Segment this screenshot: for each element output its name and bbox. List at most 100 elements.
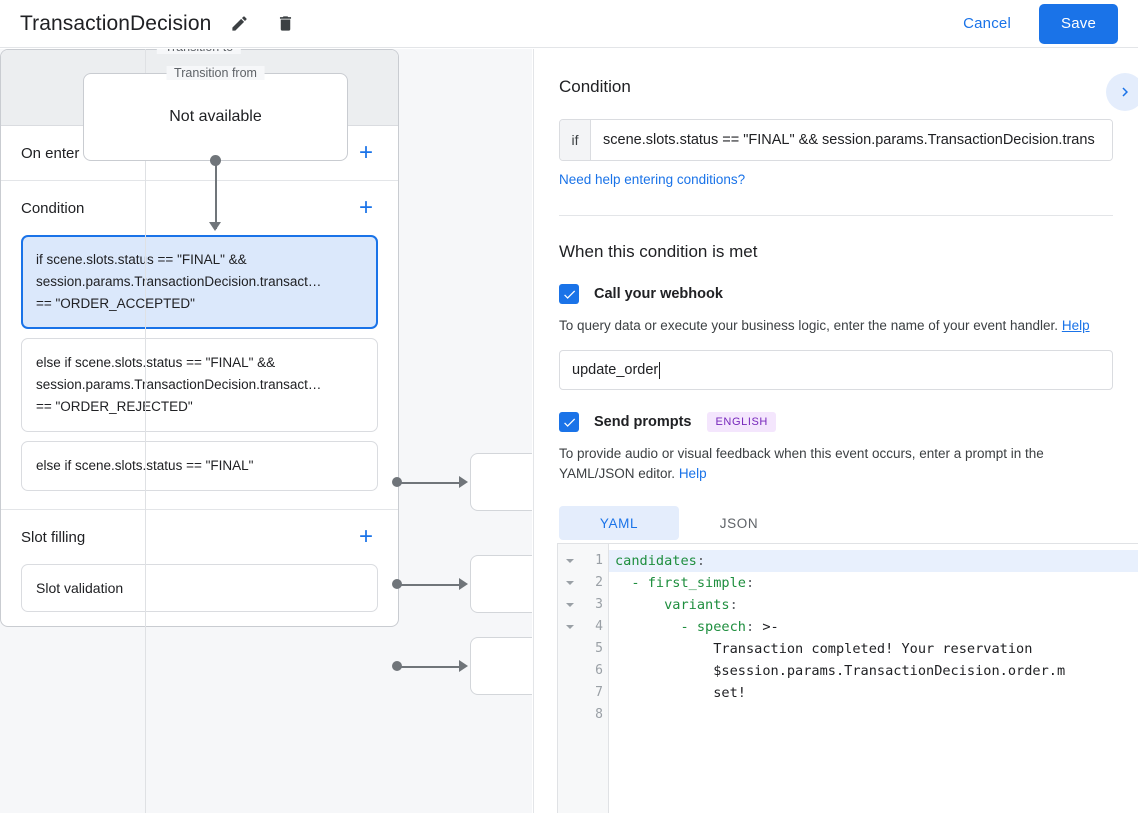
section-slot-filling-title: Slot filling (21, 528, 86, 546)
canvas-guide-line (145, 49, 146, 813)
code-line: set! (713, 685, 746, 701)
code-line: $session.params.TransactionDecision.orde… (713, 663, 1066, 679)
code-line: - speech: >- (680, 619, 779, 635)
line-number: 7 (595, 685, 603, 700)
format-tabs: YAML JSON (559, 506, 1113, 540)
panel-divider (559, 215, 1113, 216)
condition-card[interactable]: else if scene.slots.status == "FINAL" &&… (21, 338, 378, 432)
webhook-handler-value: update_order (572, 362, 659, 378)
line-number: 6 (595, 663, 603, 678)
edge-arrow (459, 476, 468, 488)
code-line (609, 704, 1138, 726)
edge-line (400, 584, 462, 586)
section-condition-title: Condition (21, 199, 85, 217)
pencil-icon[interactable] (225, 10, 253, 38)
transition-to-node[interactable]: Transition to TransactionDecision Scene … (0, 49, 399, 627)
tab-json[interactable]: JSON (719, 515, 759, 531)
cancel-button[interactable]: Cancel (951, 6, 1023, 41)
transition-to-legend: Transition to (156, 49, 242, 54)
add-slot-filling-button[interactable]: + (358, 523, 373, 550)
line-number: 3 (595, 597, 603, 612)
target-node-stub[interactable] (470, 637, 532, 695)
language-badge: ENGLISH (707, 412, 776, 432)
fold-toggle-icon[interactable] (558, 572, 582, 594)
fold-toggle-icon[interactable] (558, 616, 582, 638)
condition-heading: Condition (559, 77, 631, 96)
code-line: Transaction completed! Your reservation (713, 641, 1033, 657)
edge-line (400, 482, 462, 484)
edge-dot (392, 661, 402, 671)
fold-toggle-icon[interactable] (558, 550, 582, 572)
section-slot-filling-head: Slot filling + (21, 510, 378, 564)
fold-toggle-icon (558, 660, 582, 682)
transition-from-value: Not available (169, 108, 262, 125)
editor-line-numbers: 1 2 3 4 5 6 7 8 (582, 544, 609, 813)
editor-fold-column[interactable] (558, 544, 582, 813)
section-slot-filling: Slot filling + Slot validation (1, 510, 398, 612)
edge-line (400, 666, 462, 668)
webhook-handler-input[interactable]: update_order (559, 350, 1113, 390)
condition-help-link[interactable]: Need help entering conditions? (559, 172, 746, 187)
call-webhook-row: Call your webhook (559, 284, 1113, 304)
when-condition-met-heading: When this condition is met (559, 242, 758, 261)
flow-canvas[interactable]: Transition from Not available Transition… (0, 49, 532, 813)
condition-card[interactable]: if scene.slots.status == "FINAL" && sess… (21, 235, 378, 329)
connector-arrow (209, 222, 221, 231)
send-prompts-hint-text: To provide audio or visual feedback when… (559, 446, 1044, 481)
line-number: 1 (595, 553, 603, 568)
trash-icon[interactable] (271, 10, 299, 38)
slot-validation-card[interactable]: Slot validation (21, 564, 378, 612)
yaml-editor[interactable]: 1 2 3 4 5 6 7 8 candidates: - first_simple: var… (557, 543, 1138, 813)
fold-toggle-icon (558, 704, 582, 726)
transition-from-node[interactable]: Transition from Not available (83, 66, 348, 161)
send-prompts-label: Send prompts (594, 414, 692, 430)
condition-if-label: if (560, 120, 591, 160)
fold-toggle-icon[interactable] (558, 594, 582, 616)
line-number: 2 (595, 575, 603, 590)
add-condition-button[interactable]: + (358, 194, 373, 221)
target-node-stub[interactable] (470, 453, 532, 511)
connector-dot (210, 155, 221, 166)
send-prompts-hint: To provide audio or visual feedback when… (559, 444, 1113, 484)
connector-line (215, 161, 217, 229)
condition-expression-row[interactable]: if scene.slots.status == "FINAL" && sess… (559, 119, 1113, 161)
call-webhook-help-link[interactable]: Help (1061, 318, 1090, 333)
call-webhook-hint: To query data or execute your business l… (559, 316, 1113, 336)
send-prompts-row: Send prompts ENGLISH (559, 412, 1113, 432)
section-on-enter-title: On enter (21, 144, 80, 162)
condition-expression-input[interactable]: scene.slots.status == "FINAL" && session… (591, 120, 1112, 160)
code-line: candidates: (609, 550, 1138, 572)
edge-arrow (459, 578, 468, 590)
send-prompts-checkbox[interactable] (559, 412, 579, 432)
line-number: 5 (595, 641, 603, 656)
edge-arrow (459, 660, 468, 672)
line-number: 8 (595, 707, 603, 722)
condition-block: Condition if scene.slots.status == "FINA… (534, 49, 1138, 216)
condition-card[interactable]: else if scene.slots.status == "FINAL" (21, 441, 378, 491)
text-caret (659, 361, 661, 379)
line-number: 4 (595, 619, 603, 634)
add-on-enter-button[interactable]: + (358, 139, 373, 166)
send-prompts-help-link[interactable]: Help (678, 466, 707, 481)
call-webhook-label: Call your webhook (594, 286, 723, 302)
transition-from-legend: Transition from (166, 66, 265, 80)
section-condition-head: Condition + (21, 181, 378, 235)
top-bar: TransactionDecision Cancel Save (0, 0, 1138, 48)
chevron-right-icon[interactable] (1106, 73, 1138, 111)
fold-toggle-icon (558, 638, 582, 660)
edge-dot (392, 477, 402, 487)
code-line: variants: (664, 597, 738, 613)
tab-yaml[interactable]: YAML (559, 506, 679, 540)
code-line: - first_simple: (631, 575, 755, 591)
page-title: TransactionDecision (20, 11, 212, 35)
target-node-stub[interactable] (470, 555, 532, 613)
when-condition-met-block: When this condition is met Call your web… (534, 216, 1138, 540)
call-webhook-checkbox[interactable] (559, 284, 579, 304)
editor-code-area[interactable]: candidates: - first_simple: variants: - … (609, 544, 1138, 813)
save-button[interactable]: Save (1039, 3, 1118, 44)
call-webhook-hint-text: To query data or execute your business l… (559, 318, 1059, 333)
section-on-enter-head: On enter + (21, 126, 378, 180)
edge-dot (392, 579, 402, 589)
section-condition: Condition + if scene.slots.status == "FI… (1, 181, 398, 510)
fold-toggle-icon (558, 682, 582, 704)
